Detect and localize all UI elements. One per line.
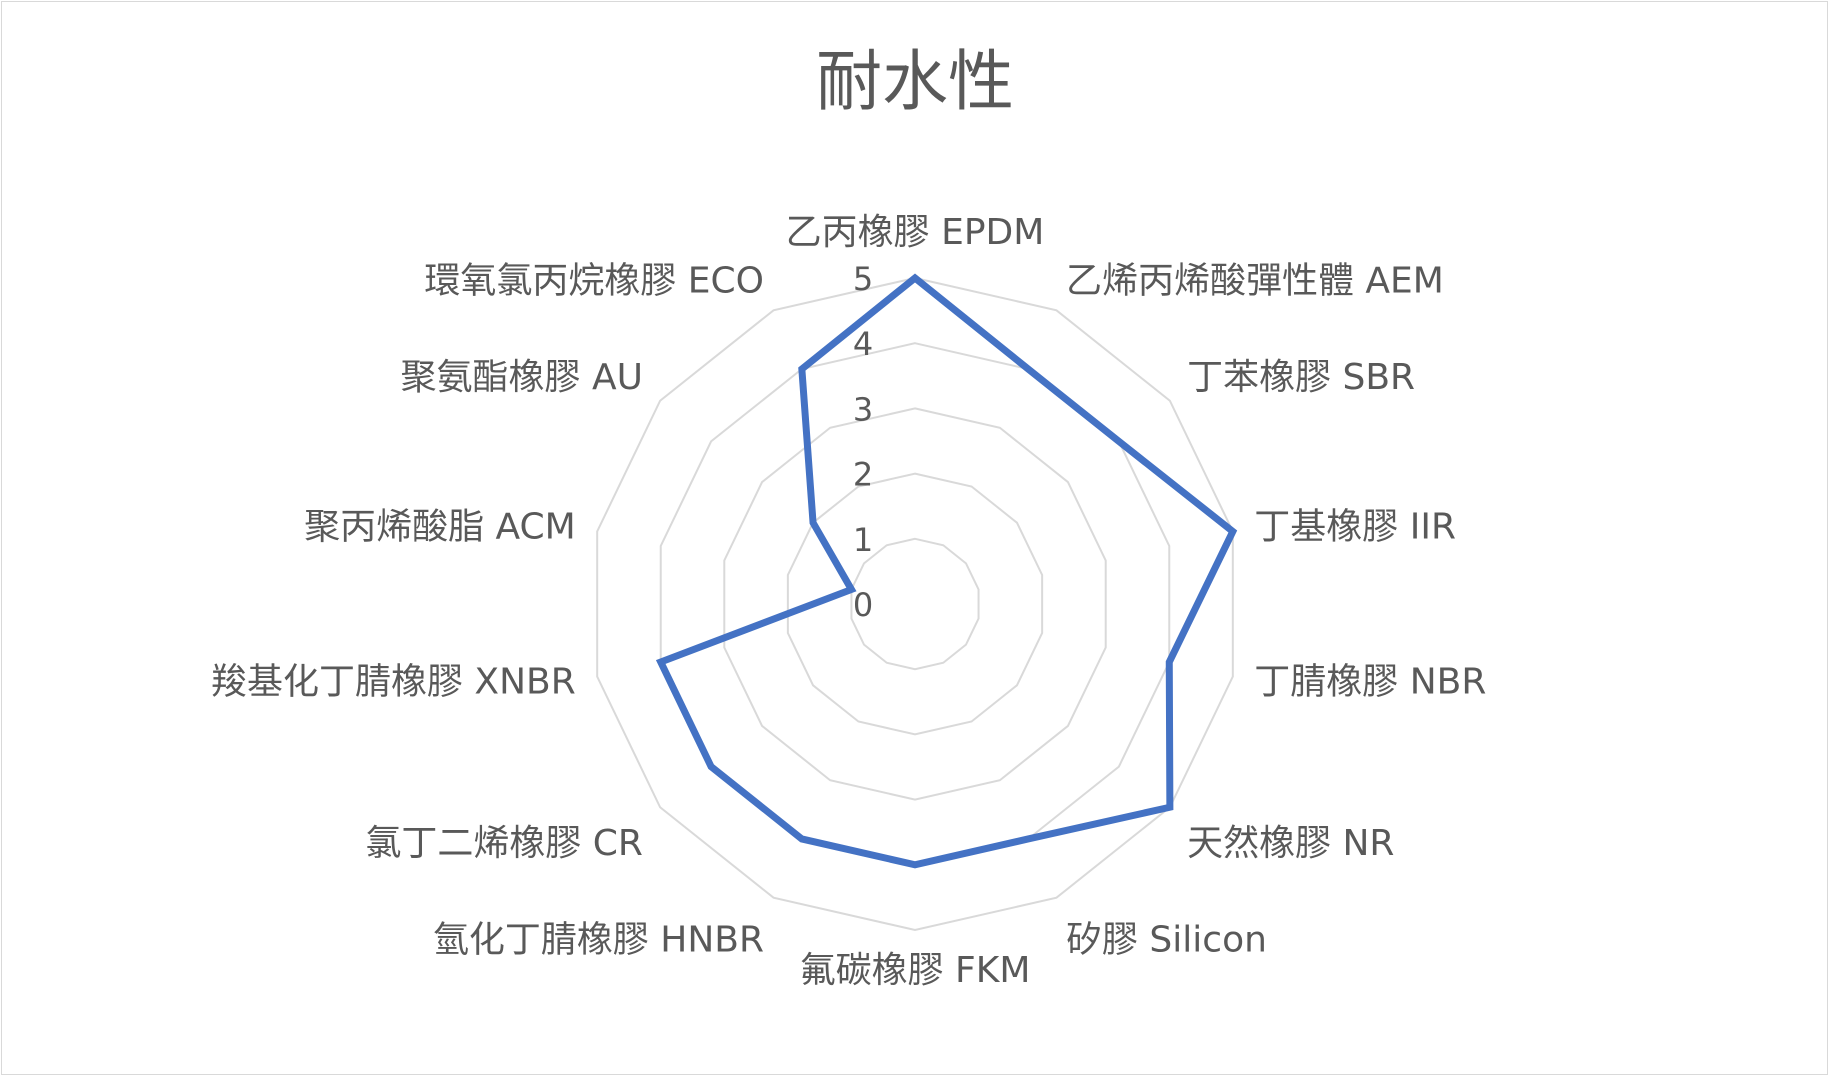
category-label: 環氧氯丙烷橡膠 ECO	[424, 260, 764, 301]
category-label: 乙丙橡膠 EPDM	[786, 212, 1045, 253]
category-label: 聚氨酯橡膠 AU	[401, 357, 643, 398]
category-label: 丁苯橡膠 SBR	[1187, 357, 1415, 398]
tick-label: 2	[853, 456, 873, 494]
category-label: 天然橡膠 NR	[1187, 823, 1394, 864]
category-label: 氯丁二烯橡膠 CR	[365, 823, 643, 864]
tick-label: 5	[853, 260, 873, 298]
series-line	[655, 273, 1238, 869]
grid-ring-5	[596, 276, 1234, 932]
tick-label: 4	[853, 325, 873, 363]
tick-label: 0	[853, 586, 873, 624]
category-label: 丁腈橡膠 NBR	[1254, 661, 1486, 702]
category-label: 乙烯丙烯酸彈性體 AEM	[1066, 260, 1444, 301]
category-label: 羧基化丁腈橡膠 XNBR	[211, 661, 576, 702]
category-label: 氟碳橡膠 FKM	[800, 950, 1031, 991]
grid-ring-2	[786, 472, 1044, 736]
chart-title: 耐水性	[816, 43, 1014, 120]
category-label: 氫化丁腈橡膠 HNBR	[433, 920, 764, 961]
grid-ring-1	[850, 537, 980, 671]
tick-label: 3	[853, 390, 873, 428]
category-label: 聚丙烯酸脂 ACM	[304, 507, 576, 548]
category-label: 矽膠 Silicon	[1066, 920, 1267, 961]
category-label: 丁基橡膠 IIR	[1254, 507, 1456, 548]
tick-label: 1	[853, 521, 873, 559]
grid-ring-3	[723, 407, 1107, 801]
